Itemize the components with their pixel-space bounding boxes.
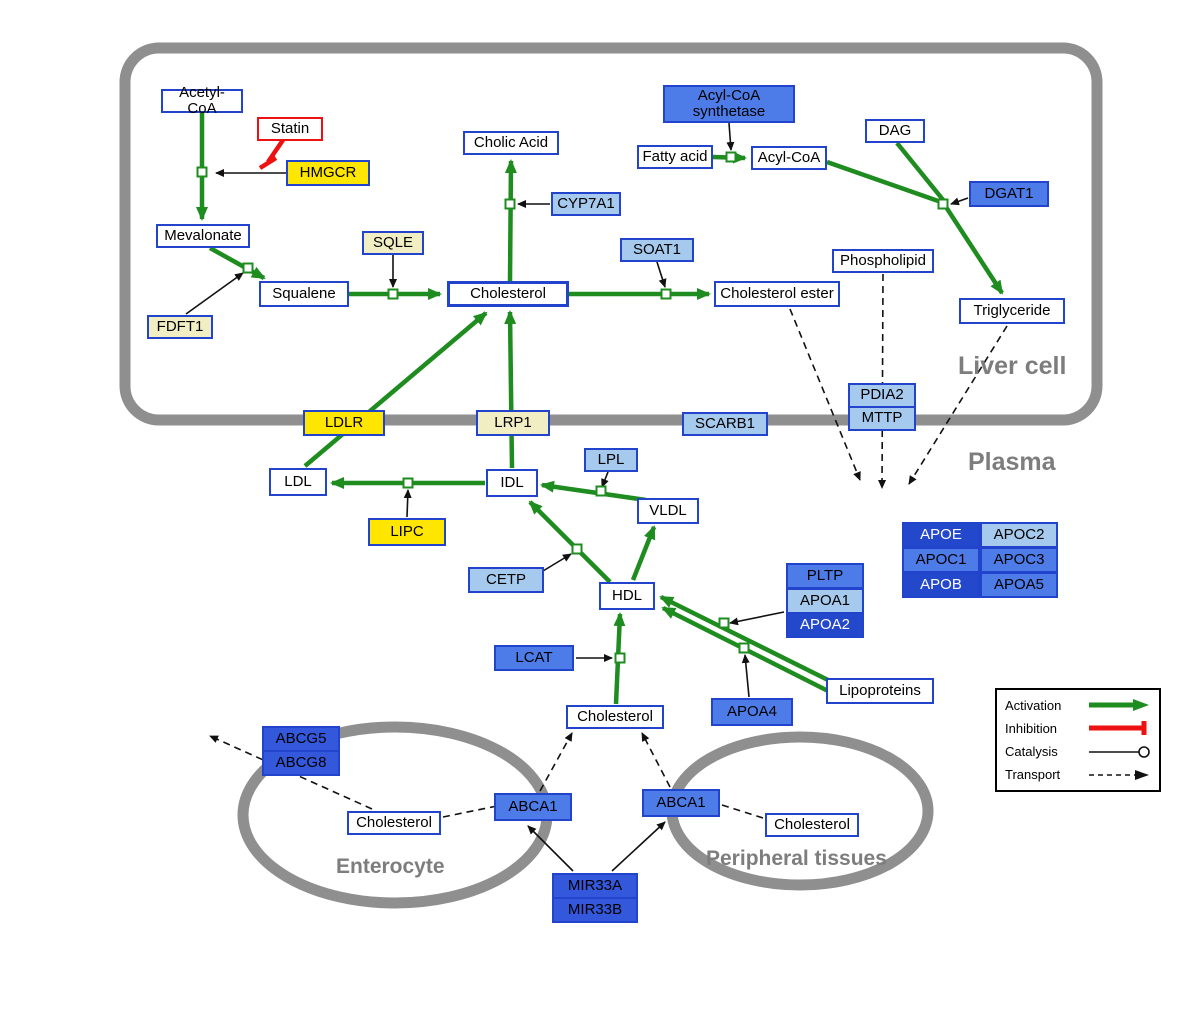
reaction-nodes <box>196 151 949 664</box>
legend-catalysis-row: Catalysis <box>1005 742 1151 762</box>
catalysis-circle-icon <box>1089 745 1150 758</box>
node-apoa4[interactable]: APOA4 <box>711 698 793 726</box>
node-apoc1[interactable]: APOC1 <box>902 547 980 573</box>
legend: Activation Inhibition Catalysis Transpor… <box>995 688 1161 792</box>
node-dag[interactable]: DAG <box>865 119 925 143</box>
node-acetyl-coa[interactable]: Acetyl-CoA <box>161 84 243 117</box>
node-mir33b[interactable]: MIR33B <box>552 897 638 923</box>
node-cholesterol-ester[interactable]: Cholesterol ester <box>714 281 840 307</box>
node-abca1-enterocyte[interactable]: ABCA1 <box>494 793 572 821</box>
node-apoa1[interactable]: APOA1 <box>786 588 864 614</box>
catalysis-edges <box>185 122 969 872</box>
node-abcg5[interactable]: ABCG5 <box>262 726 340 752</box>
peripheral-tissues-label: Peripheral tissues <box>706 847 887 870</box>
legend-activation-row: Activation <box>1005 695 1151 715</box>
node-scarb1[interactable]: SCARB1 <box>682 412 768 436</box>
node-lipc[interactable]: LIPC <box>368 518 446 546</box>
node-cholic-acid[interactable]: Cholic Acid <box>463 131 559 155</box>
node-sqle[interactable]: SQLE <box>362 231 424 255</box>
activation-arrow-icon <box>1089 699 1149 711</box>
node-abcg8[interactable]: ABCG8 <box>262 750 340 776</box>
node-soat1[interactable]: SOAT1 <box>620 238 694 262</box>
node-pltp[interactable]: PLTP <box>786 563 864 589</box>
legend-catalysis-label: Catalysis <box>1005 744 1058 760</box>
node-phospholipid[interactable]: Phospholipid <box>832 249 934 273</box>
node-cyp7a1[interactable]: CYP7A1 <box>551 192 621 216</box>
node-ldlr[interactable]: LDLR <box>303 410 385 436</box>
node-hdl[interactable]: HDL <box>599 582 655 610</box>
node-cholesterol-enterocyte[interactable]: Cholesterol <box>347 811 441 835</box>
node-lpl[interactable]: LPL <box>584 448 638 472</box>
node-idl[interactable]: IDL <box>486 469 538 497</box>
legend-inhibition-row: Inhibition <box>1005 718 1151 738</box>
node-fdft1[interactable]: FDFT1 <box>147 315 213 339</box>
node-mttp[interactable]: MTTP <box>848 406 916 431</box>
plasma-label: Plasma <box>968 448 1056 476</box>
node-cetp[interactable]: CETP <box>468 567 544 593</box>
activation-edges <box>196 113 1004 705</box>
node-cholesterol-peripheral[interactable]: Cholesterol <box>765 813 859 837</box>
node-statin[interactable]: Statin <box>257 117 323 141</box>
legend-transport-row: Transport <box>1005 765 1151 785</box>
inhibition-edge <box>258 138 285 170</box>
legend-activation-label: Activation <box>1005 697 1062 713</box>
node-triglyceride[interactable]: Triglyceride <box>959 298 1065 324</box>
node-apoa5[interactable]: APOA5 <box>980 572 1058 598</box>
node-hmgcr[interactable]: HMGCR <box>286 160 370 186</box>
node-apob[interactable]: APOB <box>902 572 980 598</box>
node-apoe[interactable]: APOE <box>902 522 980 548</box>
node-cholesterol-liver[interactable]: Cholesterol <box>447 281 569 307</box>
node-lcat[interactable]: LCAT <box>494 645 574 671</box>
node-ldl[interactable]: LDL <box>269 468 327 496</box>
node-fatty-acid[interactable]: Fatty acid <box>637 145 713 169</box>
node-acyl-coa[interactable]: Acyl-CoA <box>751 146 827 170</box>
node-vldl[interactable]: VLDL <box>637 498 699 524</box>
node-abca1-peripheral[interactable]: ABCA1 <box>642 789 720 817</box>
node-acyl-coa-synthetase[interactable]: Acyl-CoA synthetase <box>663 85 795 123</box>
node-apoa2[interactable]: APOA2 <box>786 612 864 638</box>
inhibition-tbar-icon <box>1089 721 1147 736</box>
node-apoc2[interactable]: APOC2 <box>980 522 1058 548</box>
legend-inhibition-label: Inhibition <box>1005 720 1058 736</box>
transport-dashed-arrow-icon <box>1089 769 1149 780</box>
node-lipoproteins[interactable]: Lipoproteins <box>826 678 934 704</box>
node-mir33a[interactable]: MIR33A <box>552 873 638 899</box>
node-squalene[interactable]: Squalene <box>259 281 349 307</box>
node-mevalonate[interactable]: Mevalonate <box>156 224 250 248</box>
node-apoc3[interactable]: APOC3 <box>980 547 1058 573</box>
node-dgat1[interactable]: DGAT1 <box>969 181 1049 207</box>
enterocyte-label: Enterocyte <box>336 855 445 878</box>
liver-cell-label: Liver cell <box>958 352 1067 380</box>
node-pdia2[interactable]: PDIA2 <box>848 383 916 408</box>
legend-transport-label: Transport <box>1005 767 1061 783</box>
node-cholesterol-plasma[interactable]: Cholesterol <box>566 705 664 729</box>
node-lrp1[interactable]: LRP1 <box>476 410 550 436</box>
liver-cell-membrane <box>119 42 1103 426</box>
